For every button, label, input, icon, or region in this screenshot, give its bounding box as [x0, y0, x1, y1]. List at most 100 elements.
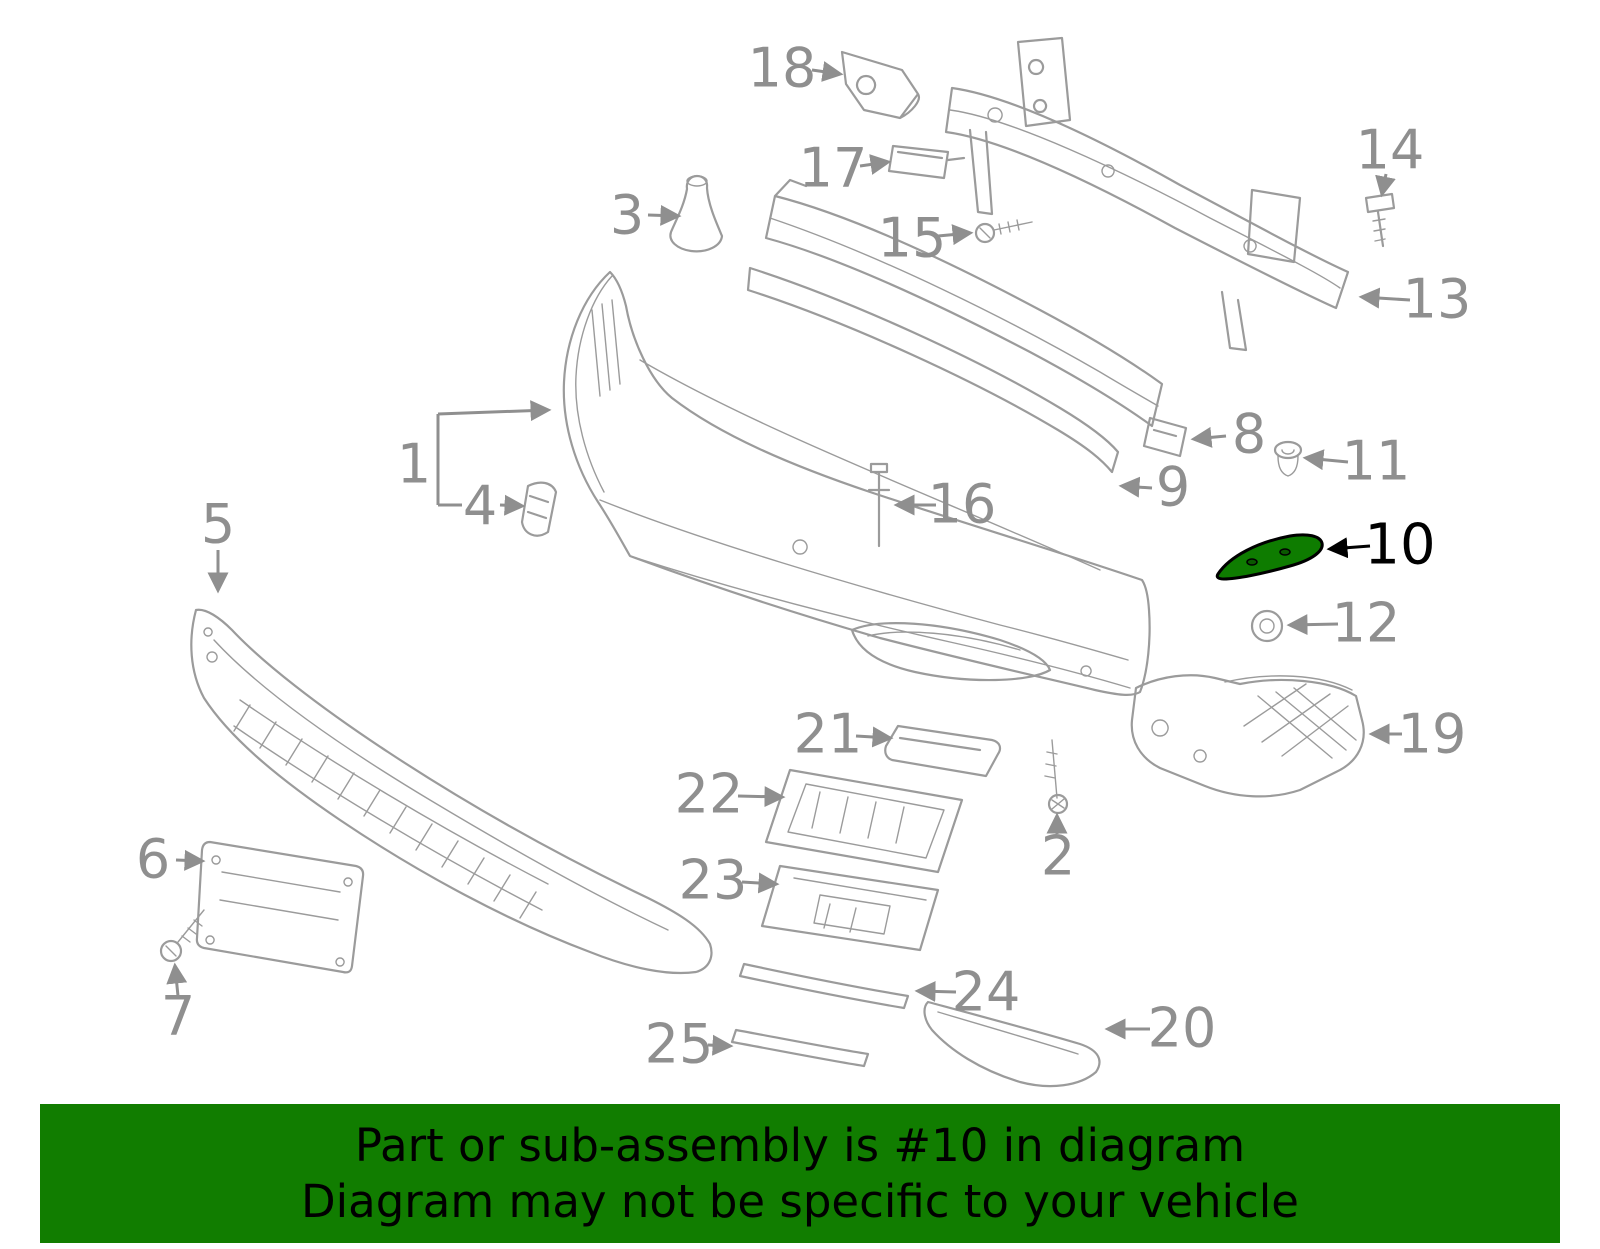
part-13-beam [944, 86, 1350, 310]
callout-21-label: 21 [794, 703, 863, 766]
part-8-end-block [1142, 416, 1188, 458]
callout-13-label: 13 [1403, 268, 1472, 331]
part-23-inner [793, 877, 927, 935]
callout-1-bracket [436, 414, 462, 507]
part-10-highlighted-molding [1215, 533, 1324, 581]
part-8-reinforcement-bar [764, 178, 1188, 458]
part-7-screw [159, 909, 205, 963]
part-23-grille-insert [760, 864, 940, 952]
callout-24: 24 [914, 961, 1020, 1024]
part-19-top-bar [1224, 675, 1353, 691]
callout-18-leader [811, 61, 844, 82]
bumper-cover-upper-crease [639, 359, 1101, 571]
callout-13-leader [1358, 287, 1411, 309]
part-22-inner [787, 783, 945, 859]
callout-22-label: 22 [675, 763, 744, 826]
part-13-right-bracket [1246, 188, 1302, 264]
part-24-trim-strip [738, 962, 910, 1010]
callout-14-leader [1375, 173, 1396, 198]
valance-mesh-ticks [233, 704, 537, 919]
callout-8-leader [1190, 426, 1227, 448]
callout-14: 14 [1356, 119, 1425, 198]
callout-5-label: 5 [201, 493, 235, 556]
callout-6: 6 [136, 828, 206, 891]
bumper-fog-inner [867, 631, 1021, 651]
callout-13: 13 [1358, 268, 1472, 331]
callout-15-leader [937, 224, 974, 246]
callout-15-label: 15 [878, 207, 947, 270]
part-16-bolt [867, 462, 891, 548]
bumper-cover-vents [591, 299, 621, 397]
callout-1: 1 [397, 400, 552, 507]
highlight-banner: Part or sub-assembly is #10 in diagram D… [40, 1104, 1560, 1243]
callout-8-label: 8 [1232, 403, 1266, 466]
part-5-lower-valance [190, 608, 713, 975]
callout-12: 12 [1286, 592, 1401, 655]
part-18-outline [840, 50, 920, 120]
part-22-fog-grille [764, 768, 964, 874]
bumper-cover-outline [562, 270, 1151, 696]
part-1-bumper-cover [562, 270, 1151, 696]
callout-23-label: 23 [679, 849, 748, 912]
part-19-crosshatch [1243, 683, 1357, 759]
callout-3-leader [647, 204, 682, 226]
callout-19-label: 19 [1398, 703, 1467, 766]
callout-4: 4 [463, 475, 526, 538]
callout-10-leader [1326, 537, 1371, 559]
callout-22-leader [737, 786, 786, 808]
part-11-top [1273, 440, 1303, 460]
callout-25: 25 [645, 1013, 734, 1076]
part-23-outline [760, 864, 940, 952]
part-22-slats [811, 791, 905, 844]
part-19-outline [1130, 674, 1365, 798]
part-13-legs [968, 128, 1248, 352]
callout-25-leader [707, 1034, 734, 1056]
callout-23-leader [741, 872, 780, 894]
part-2-cross [1051, 798, 1065, 810]
part-3-top [686, 175, 708, 187]
bumper-cover-lower-crease [599, 499, 1131, 689]
part-13-left-bracket [1016, 36, 1072, 128]
valance-mesh-long [233, 699, 549, 911]
part-11-body [1277, 449, 1299, 477]
callout-25-label: 25 [645, 1013, 714, 1076]
part-17-outline [887, 144, 966, 180]
callout-11: 11 [1302, 430, 1411, 493]
callout-12-label: 12 [1332, 592, 1401, 655]
callout-18: 18 [748, 37, 844, 100]
part-25-trim-strip [730, 1028, 870, 1068]
part-13-holes [987, 107, 1257, 253]
part-19-bracket [1130, 674, 1365, 798]
callout-23: 23 [679, 849, 780, 912]
bumper-cover-left-flange [575, 275, 613, 493]
part-24-outline [738, 962, 910, 1010]
valance-inner-line [213, 639, 669, 931]
callout-8: 8 [1190, 403, 1266, 466]
part-2-screw [1044, 739, 1069, 815]
part-20-corner-piece [923, 1000, 1101, 1088]
valance-outline [190, 608, 713, 975]
valance-holes [203, 627, 218, 663]
part-14-bolt [1364, 192, 1396, 248]
part-20-outline [923, 1000, 1101, 1088]
part-20-crease [937, 1011, 1079, 1055]
callout-20: 20 [1104, 997, 1216, 1060]
callout-17: 17 [799, 137, 892, 200]
callout-11-label: 11 [1342, 430, 1411, 493]
callout-14-label: 14 [1356, 119, 1425, 182]
callout-4-leader [499, 494, 526, 516]
callout-11-leader [1302, 449, 1349, 471]
part-25-outline [730, 1028, 870, 1068]
callout-16: 16 [893, 473, 997, 536]
part-13-radiator-support [944, 36, 1350, 352]
callout-21: 21 [794, 703, 894, 766]
callout-9: 9 [1118, 456, 1190, 519]
part-16-outline [867, 462, 891, 548]
part-4-bracket [520, 481, 558, 537]
callout-9-label: 9 [1156, 456, 1190, 519]
part-4-outline [520, 481, 558, 537]
callout-16-label: 16 [928, 473, 997, 536]
part-10-outline [1215, 533, 1324, 581]
callout-1-leader [437, 400, 552, 422]
